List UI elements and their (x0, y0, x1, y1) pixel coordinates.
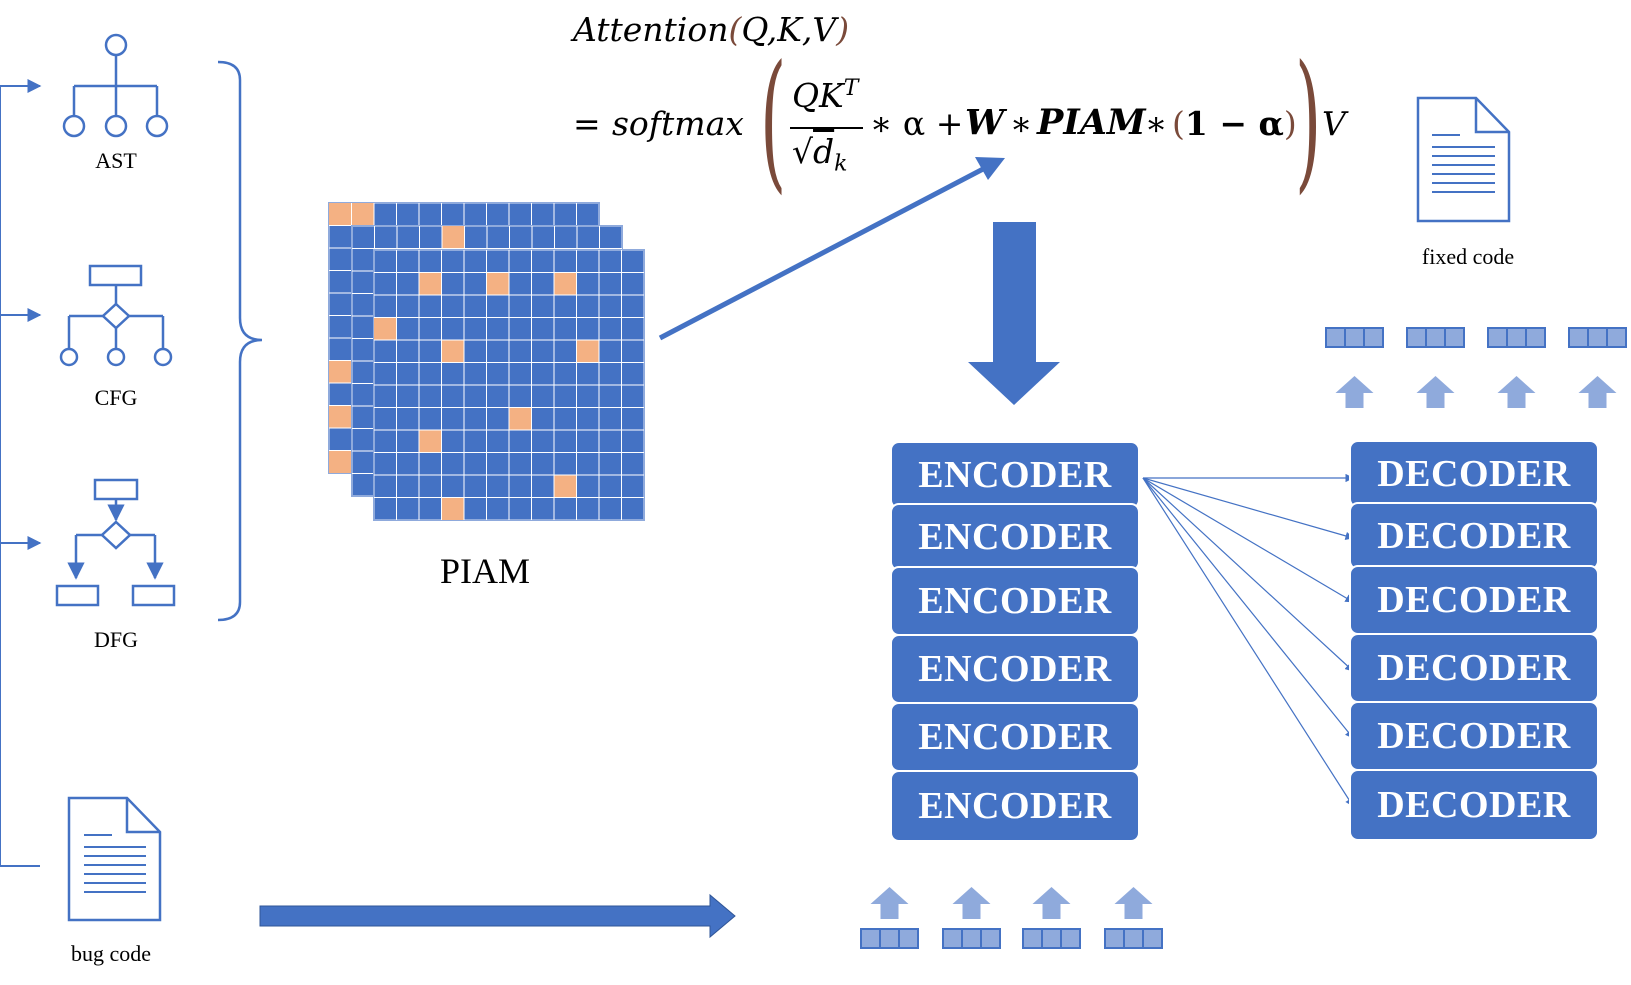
grouping-brace (217, 60, 263, 622)
piam-highlight-cell (351, 203, 374, 226)
numerator-text: QK (792, 76, 844, 115)
input-up-arrow-icon (870, 887, 909, 919)
piam-highlight-cell (442, 226, 465, 249)
formula-star-1: ∗ (1010, 104, 1033, 143)
piam-to-formula-arrow (658, 157, 1005, 341)
decoder-block-6: DECODER (1349, 769, 1599, 841)
dfg-flow-icon (55, 478, 176, 607)
formula-denominator: √dk (792, 132, 848, 177)
input-token-group (860, 887, 1163, 949)
decoder-block-3: DECODER (1349, 565, 1599, 635)
output-token-3 (1487, 327, 1546, 408)
piam-highlight-cell (441, 340, 464, 363)
formula-numerator: QKT (792, 76, 858, 115)
formula-open-paren: ( (728, 10, 742, 49)
encoder-block-4: ENCODER (890, 634, 1140, 704)
output-up-arrow-icon (1335, 376, 1374, 408)
encoder-block-5: ENCODER (890, 702, 1140, 772)
encoder-block-6: ENCODER (890, 770, 1140, 842)
formula-close-paren: ) (836, 10, 850, 49)
formula-softmax: softmax (612, 104, 744, 143)
piam-highlight-cell (441, 497, 464, 520)
cfg-flow-icon (59, 264, 173, 367)
formula-star-2: ∗ (1145, 104, 1168, 143)
encoder-block-2: ENCODER (890, 503, 1140, 571)
input-token-3 (1022, 887, 1081, 949)
decoder-block-2: DECODER (1349, 502, 1599, 570)
output-token-group (1325, 327, 1627, 408)
input-token-4 (1104, 887, 1163, 949)
formula-v: V (1322, 104, 1346, 143)
piam-highlight-cell (419, 430, 442, 453)
one-minus-alpha-text: 1 − α (1184, 104, 1284, 143)
piam-label: PIAM (439, 551, 531, 591)
piam-highlight-cell (329, 405, 352, 428)
decoder-block-5: DECODER (1349, 701, 1599, 771)
formula-attention-name: Attention (573, 10, 729, 49)
formula-big-open-paren: ( (760, 34, 787, 208)
bug-code-document-icon (67, 796, 162, 922)
denominator-text: d (813, 132, 835, 171)
formula-piam: PIAM (1037, 102, 1146, 143)
input-token-2 (942, 887, 1001, 949)
piam-matrix-layer-3 (373, 249, 645, 521)
piam-highlight-cell (374, 317, 397, 340)
ast-tree-icon (62, 33, 169, 138)
numerator-sup: T (843, 76, 859, 101)
output-up-arrow-icon (1416, 376, 1455, 408)
formula-w: W (965, 102, 1005, 143)
decoder-block-1: DECODER (1349, 440, 1599, 508)
encoder-block-1: ENCODER (890, 441, 1140, 509)
piam-highlight-cell (576, 340, 599, 363)
formula-equals: = (573, 104, 601, 143)
formula-one-minus-alpha: (1 − α) (1172, 104, 1297, 143)
input-up-arrow-icon (952, 887, 991, 919)
output-up-arrow-icon (1578, 376, 1617, 408)
formula-to-encoder-arrow (968, 222, 1060, 405)
formula-big-close-paren: ) (1295, 34, 1322, 208)
dfg-label: DFG (93, 627, 138, 652)
fixed-code-label: fixed code (1421, 244, 1515, 269)
denominator-sub: k (834, 151, 848, 177)
piam-highlight-cell (329, 450, 352, 473)
formula-line-1: Attention(Q,K,V) (573, 10, 849, 49)
fixed-code-document-icon (1416, 96, 1511, 223)
piam-highlight-cell (554, 272, 577, 295)
piam-highlight-cell (329, 360, 352, 383)
input-up-arrow-icon (1114, 887, 1153, 919)
piam-matrix-stack (328, 202, 645, 521)
output-token-4 (1568, 327, 1627, 408)
decoder-block-4: DECODER (1349, 633, 1599, 703)
piam-highlight-cell (419, 272, 442, 295)
input-token-1 (860, 887, 919, 949)
formula-args: Q,K,V (741, 10, 837, 49)
encoder-block-3: ENCODER (890, 566, 1140, 636)
bug-code-label: bug code (70, 941, 152, 966)
piam-highlight-cell (486, 272, 509, 295)
piam-highlight-cell (329, 203, 352, 226)
bug-code-to-encoder-arrow (259, 893, 736, 939)
cfg-label: CFG (94, 385, 138, 410)
output-token-2 (1406, 327, 1465, 408)
output-up-arrow-icon (1497, 376, 1536, 408)
piam-highlight-cell (509, 407, 532, 430)
input-up-arrow-icon (1032, 887, 1071, 919)
formula-times-alpha: ∗ α + (870, 104, 964, 143)
output-token-1 (1325, 327, 1384, 408)
encoder-decoder-connections (1142, 473, 1354, 807)
source-feed-lines (0, 79, 42, 867)
piam-highlight-cell (554, 475, 577, 498)
fraction-bar (790, 127, 863, 129)
ast-label: AST (95, 148, 137, 173)
